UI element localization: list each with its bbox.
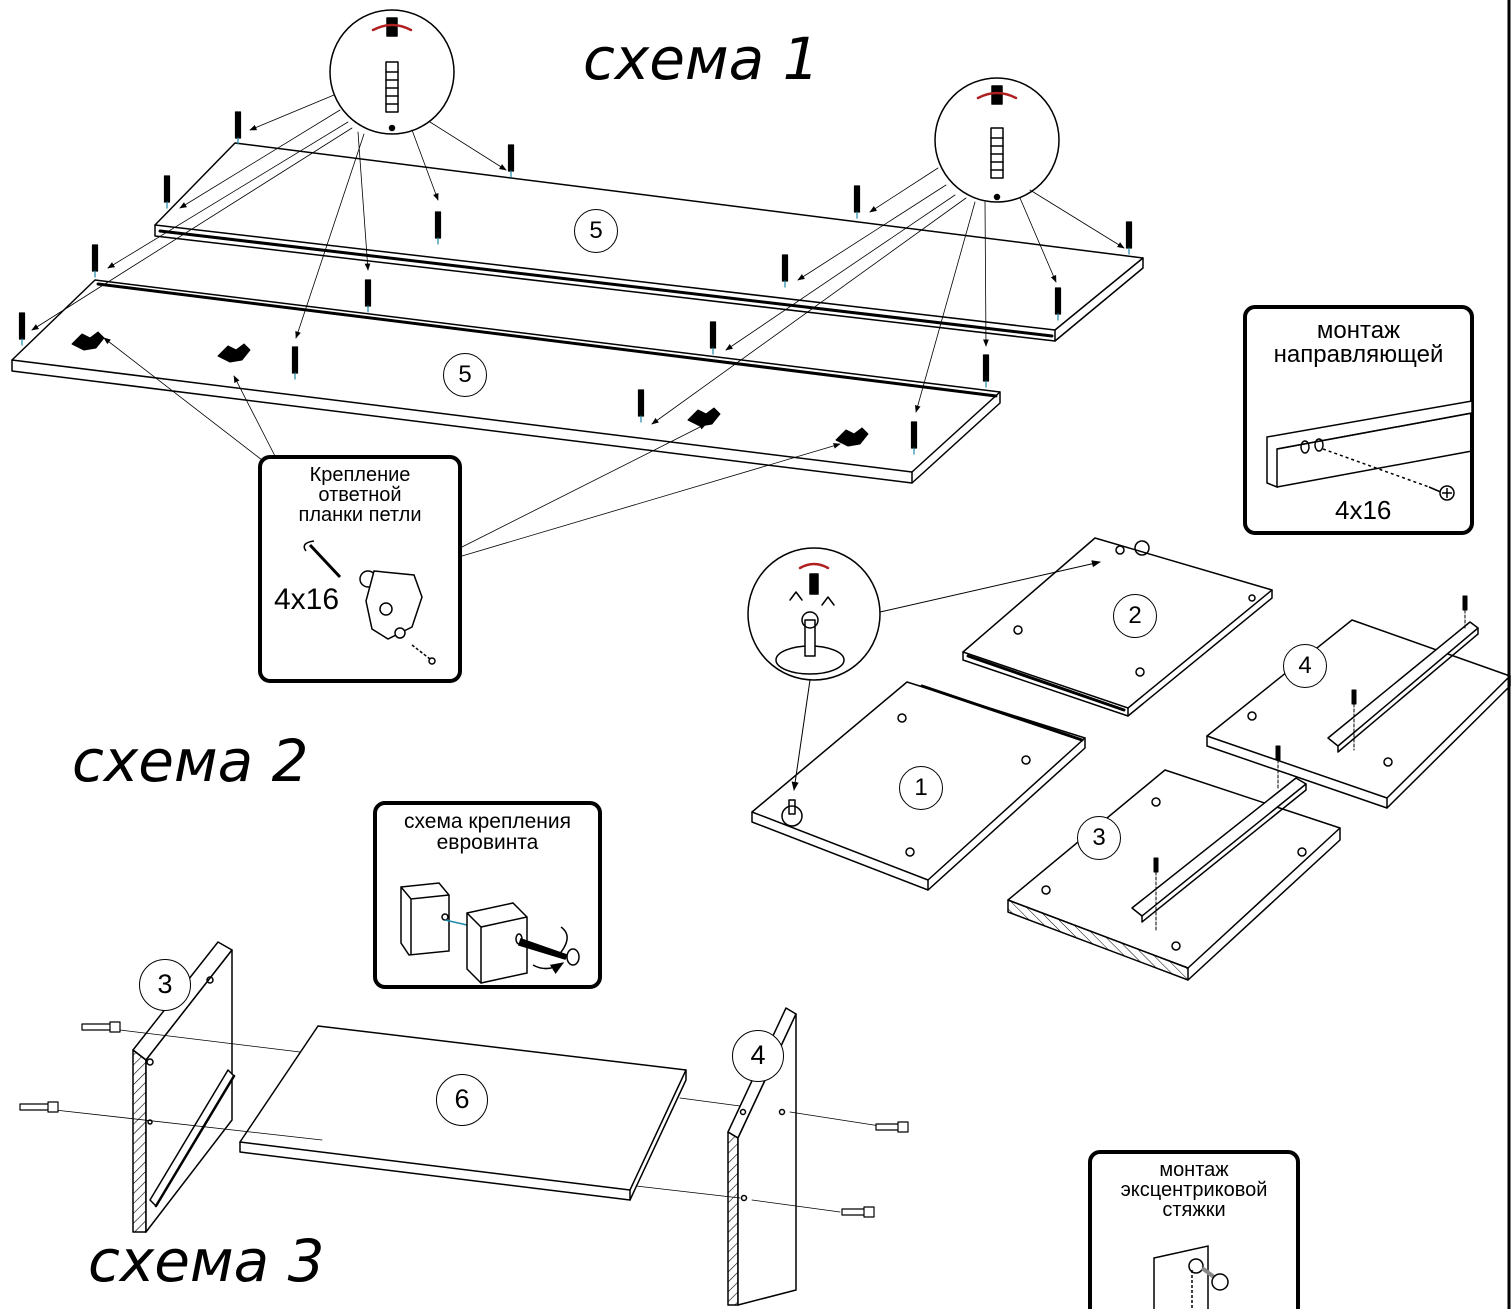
rail-mounting-title: монтаж направляющей	[1273, 317, 1444, 368]
cam-lock-callout: монтаж эксцентриковой стяжки	[1088, 1150, 1300, 1309]
scheme1-shelf-bottom	[11, 279, 1001, 484]
cam-lock-illustration	[1153, 1245, 1229, 1309]
part-number-scheme3-side-left: 3	[139, 959, 191, 1011]
part-number-panel-2: 2	[1113, 594, 1157, 638]
hinge-plates	[71, 331, 869, 447]
scheme-3-title: схема 3	[88, 1227, 325, 1295]
euroscrew-callout: схема крепления евровинта	[373, 801, 602, 989]
confirmat-screws	[18, 111, 1133, 455]
part-number-scheme3-side-right: 4	[732, 1030, 784, 1082]
confirmat-detail-right	[934, 77, 1060, 203]
part-number-shelf-bottom: 5	[443, 353, 487, 397]
rail-mounting-callout: монтаж направляющей 4x16	[1243, 305, 1474, 535]
scheme-1-title: схема 1	[583, 25, 820, 93]
hinge-plate-callout: Крепление ответной планки петли 4x16	[258, 455, 462, 683]
rail-mounting-screw-size: 4x16	[1335, 495, 1392, 525]
confirmat-detail-left	[329, 9, 455, 135]
leader-lines-scheme2	[791, 560, 1101, 791]
part-number-scheme3-bottom: 6	[436, 1074, 488, 1126]
panel-4	[1206, 619, 1511, 809]
leader-lines-scheme1	[31, 94, 1125, 425]
hinge-plate-illustration	[303, 540, 436, 665]
euroscrew-title: схема крепления евровинта	[404, 810, 571, 854]
hinge-plate-screw-size: 4x16	[274, 583, 340, 616]
scheme1-shelf-top	[154, 142, 1144, 342]
cam-lock-title: монтаж эксцентриковой стяжки	[1120, 1159, 1268, 1221]
euroscrew-illustration	[400, 882, 580, 984]
part-number-shelf-top: 5	[574, 209, 618, 253]
part-number-panel-1: 1	[899, 766, 943, 810]
dowel-lines-scheme3	[19, 1021, 909, 1218]
cam-detail-magnifier	[747, 547, 881, 681]
rail-mounting-illustration	[1266, 400, 1473, 501]
rail-screws	[1153, 595, 1468, 933]
scheme-2-title: схема 2	[72, 727, 309, 795]
hinge-leader-lines	[103, 337, 841, 557]
part-number-panel-3: 3	[1077, 816, 1121, 860]
hinge-plate-title: Крепление ответной планки петли	[298, 464, 422, 526]
part-number-panel-4: 4	[1283, 644, 1327, 688]
panel-3	[1007, 769, 1341, 981]
